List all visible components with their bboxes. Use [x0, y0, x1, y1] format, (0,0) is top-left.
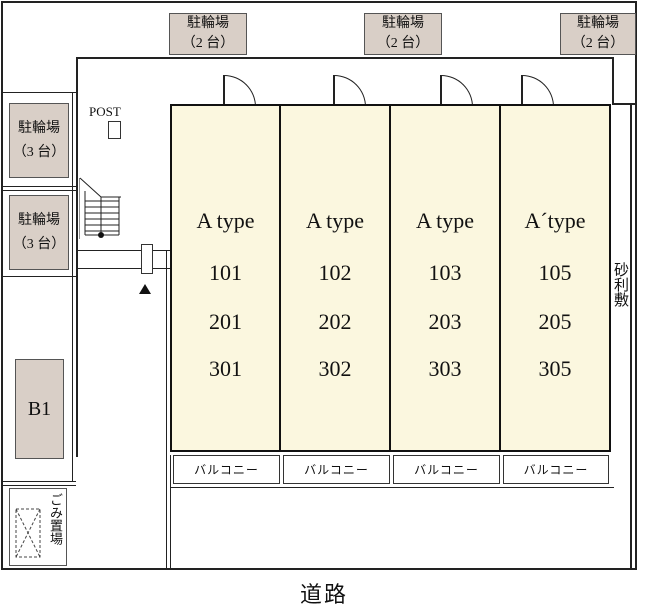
parking-label: 駐輪場 — [187, 16, 229, 32]
unit-type: A type — [305, 208, 365, 233]
bottom-lot-line — [170, 487, 614, 488]
garbage-label: ごみ置場 — [47, 493, 62, 545]
post-label: POST — [89, 104, 121, 119]
corridor-line-1 — [76, 250, 170, 251]
unit-4: A´type 105 205 305 — [499, 104, 611, 452]
parking-top-1: 駐輪場 （2 台） — [169, 13, 247, 55]
room-number: 202 — [318, 309, 352, 334]
door-leaf — [223, 75, 225, 107]
b1-label: B1 — [27, 398, 52, 420]
garbage-x-icon — [15, 508, 41, 558]
unit-type: A type — [415, 208, 475, 233]
unit-type: A´type — [524, 208, 586, 233]
road-label: 道路 — [300, 583, 349, 608]
left-walkway-line-2 — [3, 190, 76, 191]
right-wall — [612, 57, 614, 105]
unit-3: A type 103 203 303 — [389, 104, 501, 452]
corridor-vertical — [166, 250, 167, 570]
left-walkway-line-top — [3, 92, 76, 93]
unit-2: A type 102 202 302 — [279, 104, 391, 452]
room-number: 305 — [538, 356, 572, 381]
room-number: 203 — [428, 309, 462, 334]
parking-label: 駐輪場 — [577, 16, 619, 32]
unit-type: A type — [196, 208, 255, 233]
parking-count: （3 台） — [12, 144, 66, 160]
parking-count: （2 台） — [376, 36, 430, 51]
room-number: 205 — [538, 309, 572, 334]
room-number: 102 — [318, 260, 352, 285]
door-leaf — [333, 75, 335, 107]
balcony-3: バルコニー — [393, 455, 500, 484]
parking-top-2: 駐輪場 （2 台） — [364, 13, 442, 55]
unit-1: A type 101 201 301 — [170, 104, 281, 452]
gravel-label: 砂利敷 — [612, 262, 628, 307]
garbage-area: ごみ置場 — [9, 488, 67, 566]
room-number: 301 — [209, 356, 242, 381]
right-wall-lower — [612, 100, 614, 102]
corridor-line-2 — [76, 268, 170, 269]
parking-left-1: 駐輪場 （3 台） — [9, 103, 69, 178]
room-number: 303 — [428, 356, 462, 381]
site-boundary — [1, 1, 637, 570]
parking-left-2: 駐輪場 （3 台） — [9, 195, 69, 270]
balcony-2: バルコニー — [283, 455, 390, 484]
left-walkway-line-3 — [3, 276, 76, 277]
post-box — [108, 121, 121, 139]
door-leaf — [521, 75, 523, 107]
entrance-arrow-icon — [139, 284, 151, 294]
balcony-4: バルコニー — [503, 455, 609, 484]
room-number: 105 — [538, 260, 572, 285]
parking-label: 駐輪場 — [18, 212, 60, 228]
parking-count: （2 台） — [181, 36, 235, 51]
door-leaf — [440, 75, 442, 107]
staircase-icon — [79, 177, 123, 239]
room-number: 101 — [209, 260, 242, 285]
corridor-vertical-2 — [170, 455, 171, 570]
parking-count: （3 台） — [12, 236, 66, 252]
entrance-box — [141, 244, 153, 274]
parking-label: 駐輪場 — [18, 120, 60, 136]
b1-space: B1 — [15, 359, 64, 459]
room-number: 103 — [428, 260, 462, 285]
left-walkway-line-1 — [3, 186, 76, 187]
parking-label: 駐輪場 — [382, 16, 424, 32]
balcony-1: バルコニー — [173, 455, 280, 484]
room-number: 201 — [209, 309, 242, 334]
left-vertical-line — [72, 92, 73, 481]
left-walkway-line-5 — [3, 485, 76, 486]
parking-count: （2 台） — [571, 36, 625, 51]
building-outline — [76, 57, 613, 457]
room-number: 302 — [318, 356, 352, 381]
left-walkway-line-4 — [3, 481, 76, 482]
parking-top-3: 駐輪場 （2 台） — [560, 13, 636, 55]
gravel-edge — [613, 103, 637, 105]
gravel-inner-line — [630, 103, 632, 570]
